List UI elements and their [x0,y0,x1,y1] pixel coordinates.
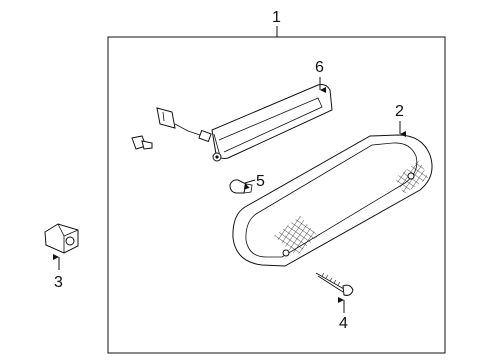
callout-4-label: 4 [339,315,348,332]
callout-4: 4 [338,297,348,332]
callout-6: 6 [315,59,326,93]
callout-2: 2 [395,103,406,137]
callout-5: 5 [243,173,265,190]
callout-3-label: 3 [54,274,63,291]
clip-nut-part [44,223,79,254]
callout-3: 3 [53,254,63,291]
bulb-socket-part [131,135,153,150]
callout-5-label: 5 [256,173,265,190]
screw-part [315,272,354,296]
callout-1: 1 [272,9,281,37]
callout-2-label: 2 [395,103,404,120]
callout-1-label: 1 [272,9,281,26]
callout-6-label: 6 [315,59,324,76]
lamp-assembly-part [232,134,433,267]
lamp-bracket-part [156,84,333,162]
